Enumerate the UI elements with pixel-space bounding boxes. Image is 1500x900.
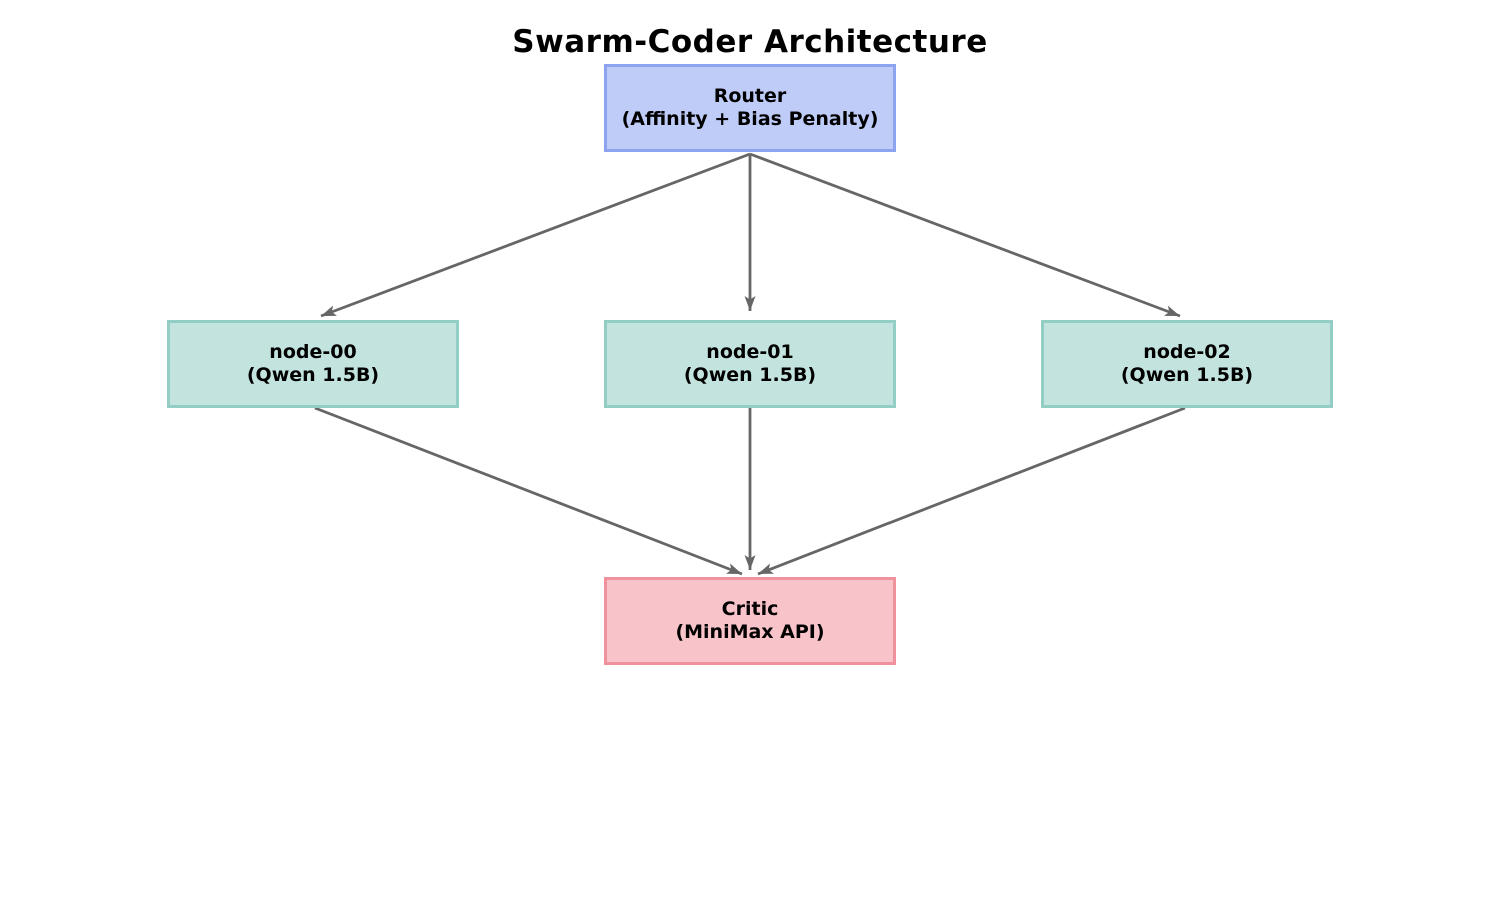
node-worker-01-subtitle: (Qwen 1.5B) (683, 364, 817, 386)
diagram-title: Swarm-Coder Architecture (512, 24, 988, 60)
node-worker-02-name: node-02 (1143, 341, 1231, 363)
node-router-name: Router (713, 85, 787, 107)
node-worker-01-name: node-01 (706, 341, 794, 363)
node-worker-02: node-02 (Qwen 1.5B) (1041, 320, 1333, 408)
node-worker-00-subtitle: (Qwen 1.5B) (246, 364, 380, 386)
node-critic: Critic (MiniMax API) (604, 577, 896, 665)
node-router: Router (Affinity + Bias Penalty) (604, 64, 896, 152)
node-worker-02-subtitle: (Qwen 1.5B) (1120, 364, 1254, 386)
edge-router-node00 (320, 152, 751, 318)
node-worker-00: node-00 (Qwen 1.5B) (167, 320, 459, 408)
edge-node00-critic (314, 406, 743, 576)
node-router-subtitle: (Affinity + Bias Penalty) (621, 108, 879, 130)
edge-router-node02 (749, 152, 1181, 318)
node-worker-00-name: node-00 (269, 341, 357, 363)
edge-node02-critic (757, 406, 1186, 576)
node-worker-01: node-01 (Qwen 1.5B) (604, 320, 896, 408)
node-critic-name: Critic (721, 598, 779, 620)
node-critic-subtitle: (MiniMax API) (675, 621, 825, 643)
